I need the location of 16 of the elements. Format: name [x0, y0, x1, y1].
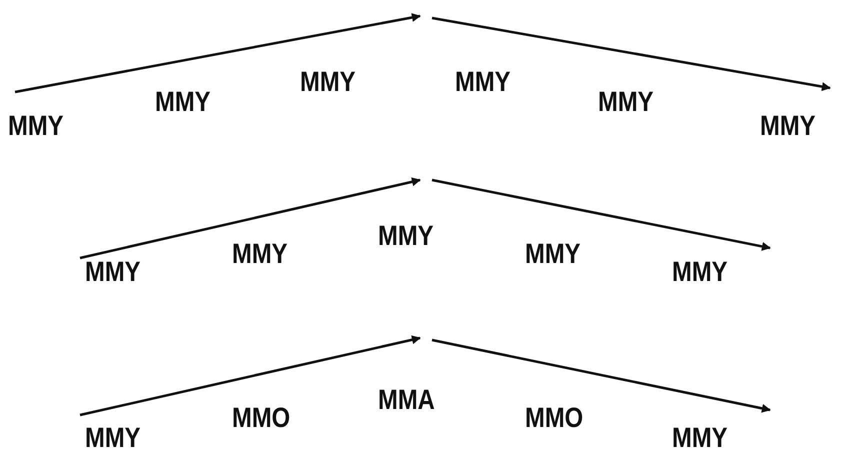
word-label: MMY: [8, 112, 64, 140]
word-label: MMY: [378, 222, 434, 250]
word-label: MMY: [525, 240, 581, 268]
word-label: MMO: [525, 404, 584, 432]
word-label: MMY: [300, 68, 356, 96]
word-label: MMA: [378, 386, 435, 414]
word-label: MMY: [85, 424, 141, 452]
word-label: MMY: [455, 68, 511, 96]
word-label: MMY: [85, 258, 141, 286]
word-label: MMY: [672, 424, 728, 452]
word-label: MMY: [155, 88, 211, 116]
word-label: MMY: [672, 258, 728, 286]
word-label: MMY: [232, 240, 288, 268]
word-label: MMO: [232, 404, 290, 432]
word-label: MMY: [760, 112, 816, 140]
word-label: MMY: [598, 88, 654, 116]
